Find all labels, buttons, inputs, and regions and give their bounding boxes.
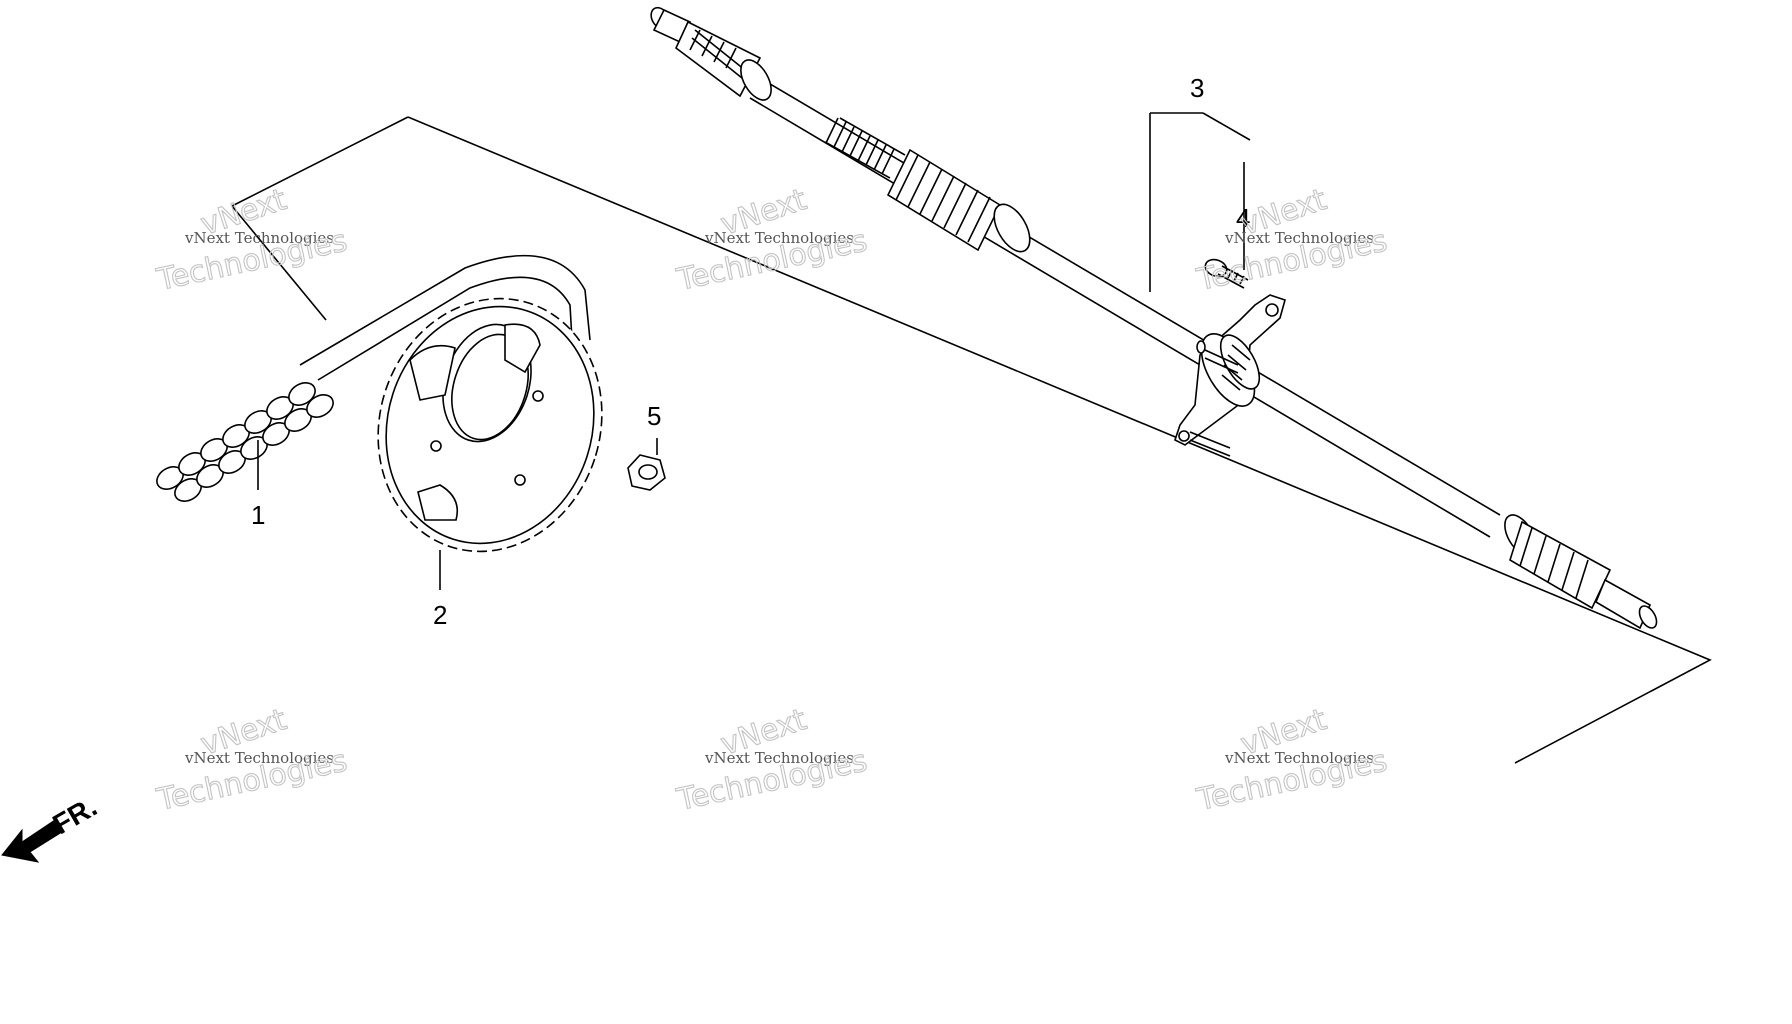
watermark: vNext vNext Technologies Technologies	[153, 702, 351, 819]
leader-lines	[257, 112, 1251, 590]
drive-chain	[156, 254, 591, 502]
chain-links	[156, 382, 334, 502]
svg-text:vNext Technologies: vNext Technologies	[704, 229, 854, 247]
watermark: vNext vNext Technologies Technologies	[1193, 182, 1391, 299]
watermark: vNext vNext Technologies Technologies	[153, 182, 351, 299]
arrow-icon	[1, 819, 63, 863]
svg-text:vNext Technologies: vNext Technologies	[184, 229, 334, 247]
svg-text:vNext Technologies: vNext Technologies	[1224, 749, 1374, 767]
callout-5: 5	[647, 401, 661, 431]
callout-2: 2	[433, 600, 447, 630]
rear-axle-shaft	[650, 6, 1658, 630]
flange-nut	[627, 454, 666, 491]
sprocket-window-bottom	[417, 484, 459, 521]
svg-text:vNext Technologies: vNext Technologies	[184, 749, 334, 767]
svg-text:vNext Technologies: vNext Technologies	[1224, 229, 1374, 247]
sprocket-window-left	[409, 344, 456, 401]
driven-sprocket	[377, 297, 603, 553]
axle-right-end	[1504, 514, 1658, 630]
axle-hub-flange	[1174, 294, 1286, 457]
callout-1: 1	[251, 500, 265, 530]
hub-bolt	[1204, 258, 1249, 289]
axle-splined-section	[886, 148, 1031, 253]
callout-3: 3	[1190, 73, 1204, 103]
assembly-boundary-outline	[231, 116, 1712, 764]
watermarks: vNext vNext Technologies Technologies vN…	[153, 182, 1391, 819]
sprocket-window-top	[504, 323, 541, 374]
svg-text:vNext Technologies: vNext Technologies	[704, 749, 854, 767]
front-direction-arrow: FR.	[1, 791, 102, 863]
watermark: vNext vNext Technologies Technologies	[1193, 702, 1391, 819]
axle-threaded-section	[824, 117, 906, 179]
axle-left-end	[650, 6, 772, 101]
callout-4: 4	[1236, 203, 1250, 233]
watermark: vNext vNext Technologies Technologies	[673, 702, 871, 819]
